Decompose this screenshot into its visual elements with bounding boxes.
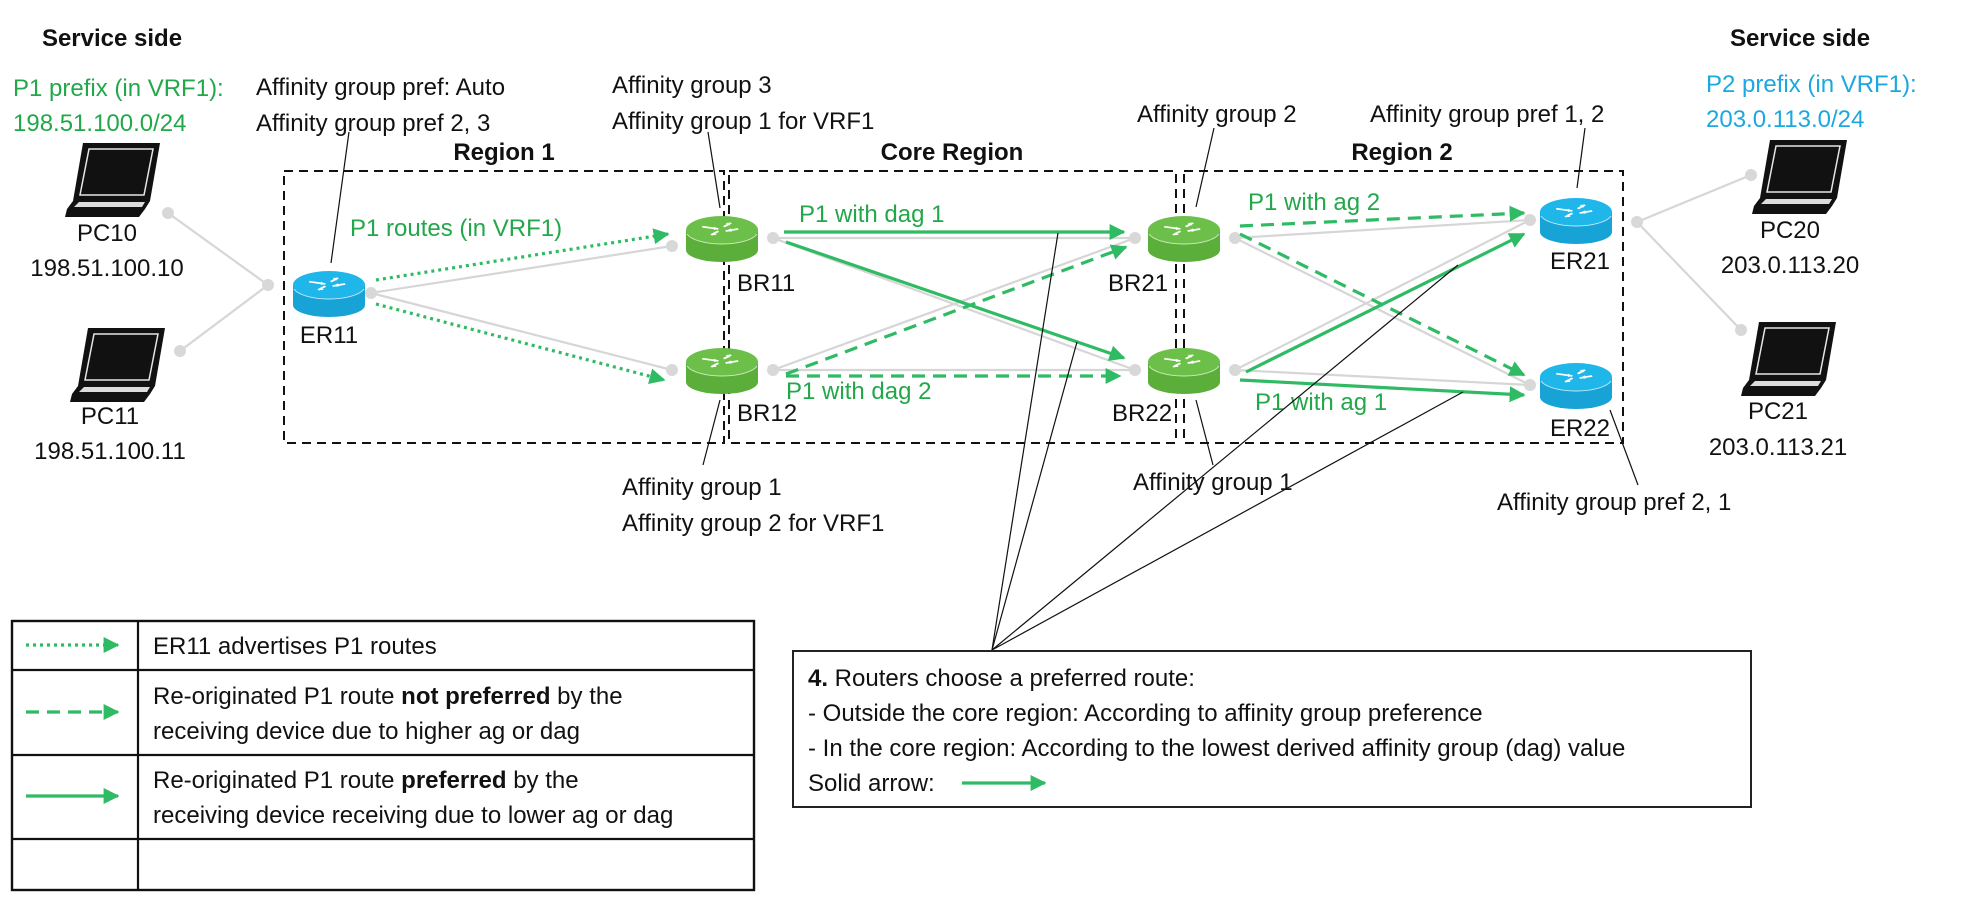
router-label-br12: BR12: [737, 400, 797, 427]
annotation-br12-line2: Affinity group 2 for VRF1: [622, 510, 884, 537]
router-er11[interactable]: [293, 271, 365, 317]
router-label-er11: ER11: [300, 322, 358, 349]
router-br22[interactable]: [1148, 348, 1220, 394]
arrow-br22-er22: [1239, 378, 1526, 403]
legend-row2-text: Re-originated P1 route not preferred by …: [153, 683, 623, 710]
label-p1-routes: P1 routes (in VRF1): [350, 215, 562, 242]
note-line1: - Outside the core region: According to …: [808, 700, 1483, 727]
arrow-br22-er21: [1245, 232, 1526, 374]
region1-label: Region 1: [453, 139, 554, 166]
annotation-br22: Affinity group 1: [1133, 469, 1293, 496]
legend-row2-text-line2: receiving device due to higher ag or dag: [153, 718, 580, 745]
router-br12[interactable]: [686, 348, 758, 394]
legend-row3-text: Re-originated P1 route preferred by the: [153, 767, 579, 794]
route-arrows: [375, 205, 1526, 403]
router-label-br22: BR22: [1112, 400, 1172, 427]
left-prefix-label: P1 prefix (in VRF1):: [13, 75, 224, 102]
pc10-laptop-icon[interactable]: [64, 142, 161, 218]
legend-row1-text: ER11 advertises P1 routes: [153, 633, 437, 660]
arrow-er11-br11: [375, 228, 670, 282]
legend-row3-text-line2: receiving device receiving due to lower …: [153, 802, 673, 829]
region2-box: [1183, 170, 1624, 444]
label-ag1: P1 with ag 1: [1255, 389, 1387, 416]
arrow-br12-br21: [785, 244, 1128, 376]
router-er22[interactable]: [1540, 363, 1612, 409]
pc20-laptop-icon[interactable]: [1751, 139, 1848, 215]
region2-label: Region 2: [1351, 139, 1452, 166]
left-prefix-value: 198.51.100.0/24: [13, 110, 187, 137]
pc10-ip: 198.51.100.10: [30, 255, 183, 282]
region1-box: [283, 170, 725, 444]
annotation-er11-line1: Affinity group pref: Auto: [256, 74, 505, 101]
arrow-br21-er21: [1239, 205, 1526, 228]
pc21-name: PC21: [1748, 398, 1808, 425]
legend-table: ER11 advertises P1 routes Re-originated …: [10, 619, 756, 892]
note-box: 4. Routers choose a preferred route: - O…: [792, 650, 1752, 808]
left-service-side-title: Service side: [42, 25, 182, 52]
router-br11[interactable]: [686, 216, 758, 262]
router-label-br21: BR21: [1108, 270, 1168, 297]
router-label-er21: ER21: [1550, 248, 1610, 275]
annotation-br21: Affinity group 2: [1137, 101, 1297, 128]
pc21-laptop-icon[interactable]: [1740, 321, 1837, 397]
right-prefix-label: P2 prefix (in VRF1):: [1706, 71, 1917, 98]
pc11-ip: 198.51.100.11: [34, 438, 186, 465]
core-region-label: Core Region: [881, 139, 1024, 166]
router-br21[interactable]: [1148, 216, 1220, 262]
right-service-side-title: Service side: [1730, 25, 1870, 52]
annotation-br11-line1: Affinity group 3: [612, 72, 772, 99]
pc11-laptop-icon[interactable]: [69, 327, 166, 403]
arrow-er11-br12: [375, 302, 666, 385]
annotation-er22: Affinity group pref 2, 1: [1497, 489, 1731, 516]
note-title: 4. Routers choose a preferred route:: [808, 665, 1195, 692]
router-label-br11: BR11: [737, 270, 795, 297]
pc20-ip: 203.0.113.20: [1721, 252, 1859, 279]
annotation-br11-line2: Affinity group 1 for VRF1: [612, 108, 874, 135]
router-label-er22: ER22: [1550, 415, 1610, 442]
arrow-br11-br22: [785, 240, 1126, 361]
router-er21[interactable]: [1540, 198, 1612, 244]
note-line2: - In the core region: According to the l…: [808, 735, 1625, 762]
pc21-ip: 203.0.113.21: [1709, 434, 1847, 461]
right-prefix-value: 203.0.113.0/24: [1706, 106, 1864, 133]
pc10-name: PC10: [77, 220, 137, 247]
label-dag1: P1 with dag 1: [799, 201, 944, 228]
pc20-name: PC20: [1760, 217, 1820, 244]
note-line3: Solid arrow:: [808, 770, 935, 797]
physical-links: [162, 169, 1757, 391]
leader-lines: [330, 127, 1639, 651]
annotation-er11-line2: Affinity group pref 2, 3: [256, 110, 490, 137]
annotation-br12-line1: Affinity group 1: [622, 474, 782, 501]
label-dag2: P1 with dag 2: [786, 378, 931, 405]
label-ag2: P1 with ag 2: [1248, 189, 1380, 216]
annotation-er21: Affinity group pref 1, 2: [1370, 101, 1604, 128]
pc11-name: PC11: [81, 403, 139, 430]
